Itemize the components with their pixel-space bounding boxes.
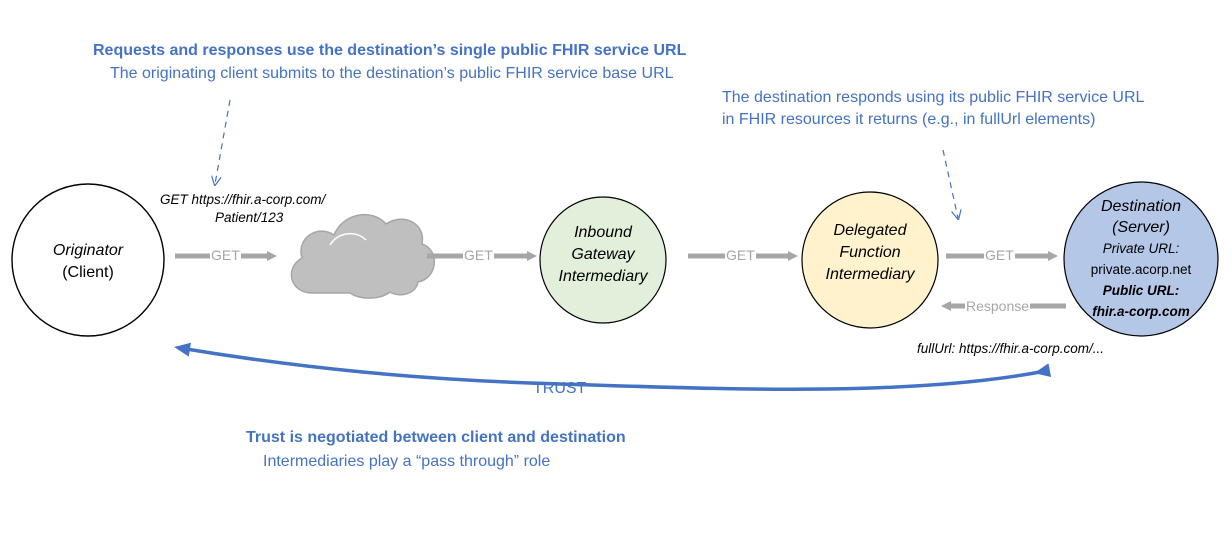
request-pointer — [215, 99, 231, 184]
public-url-label: Public URL: — [1102, 283, 1180, 298]
response-pointer — [942, 149, 958, 218]
delegated-line3: Intermediary — [825, 266, 915, 283]
bottom-note-subtext: Intermediaries play a “pass through” rol… — [263, 453, 551, 470]
right-note-line2: in FHIR resources it returns (e.g., in f… — [722, 111, 1096, 128]
originator-title: Originator — [52, 242, 124, 259]
destination-label: Destination (Server) Private URL: privat… — [1070, 196, 1212, 322]
request-example-line2: Patient/123 — [215, 210, 284, 225]
inbound-line3: Intermediary — [558, 268, 648, 285]
delegated-line2: Function — [839, 244, 901, 261]
inbound-line2: Gateway — [571, 246, 635, 263]
destination-subtitle: (Server) — [1112, 219, 1170, 236]
response-label: Response — [965, 298, 1031, 314]
private-url-label: Private URL: — [1102, 241, 1180, 256]
full-url-example: fullUrl: https://fhir.a-corp.com/... — [917, 341, 1105, 356]
trust-label: TRUST — [533, 380, 587, 397]
get-label-4: GET — [984, 247, 1015, 263]
right-note-line1: The destination responds using its publi… — [722, 89, 1145, 106]
inbound-gateway-label: Inbound Gateway Intermediary — [543, 222, 663, 288]
destination-title: Destination — [1100, 198, 1182, 215]
private-url-value: private.acorp.net — [1090, 262, 1192, 277]
request-example-line1: GET https://fhir.a-corp.com/ — [160, 192, 326, 207]
get-label-1: GET — [210, 247, 241, 263]
delegated-function-label: Delegated Function Intermediary — [808, 220, 932, 286]
originator-node — [11, 183, 165, 337]
bottom-note-heading: Trust is negotiated between client and d… — [246, 429, 626, 446]
top-note-heading: Requests and responses use the destinati… — [93, 42, 687, 59]
get-label-3: GET — [725, 247, 756, 263]
public-url-value: fhir.a-corp.com — [1092, 304, 1190, 319]
inbound-line1: Inbound — [574, 224, 632, 241]
get-label-2: GET — [463, 247, 494, 263]
destination-node — [1063, 181, 1219, 337]
cloud-icon — [290, 214, 436, 299]
originator-label: Originator (Client) — [20, 240, 156, 284]
trust-arrow — [174, 342, 1052, 391]
originator-subtitle: (Client) — [62, 264, 114, 281]
delegated-function-node — [801, 191, 939, 329]
top-note-subtext: The originating client submits to the de… — [110, 65, 674, 82]
inbound-gateway-node — [539, 196, 667, 324]
delegated-line1: Delegated — [833, 222, 907, 239]
